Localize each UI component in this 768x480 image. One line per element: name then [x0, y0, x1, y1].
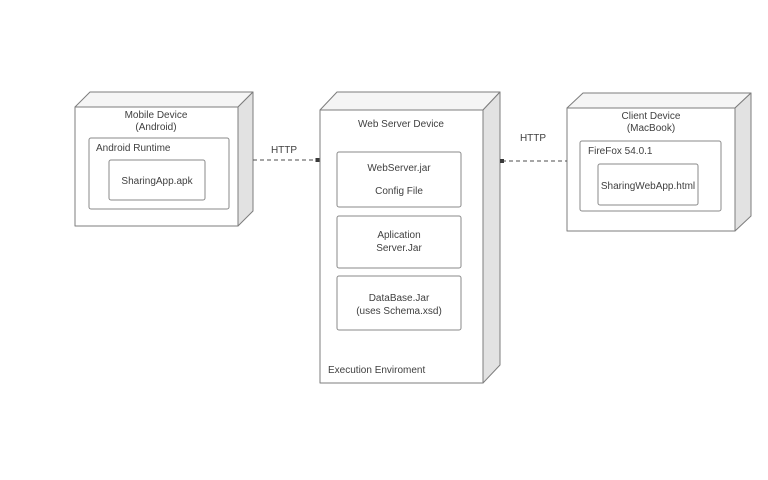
artifact-database-jar-box [336, 275, 462, 331]
web-server-side-face [482, 91, 501, 384]
execution-environment-label: Execution Enviroment [328, 365, 425, 376]
artifact-application-server-label-line1: Aplication [377, 230, 420, 241]
client-device-top-face [566, 92, 752, 109]
mobile-device-top-face [74, 91, 254, 108]
artifact-database-jar-label-line1: DataBase.Jar [369, 293, 430, 304]
firefox-browser-label: FireFox 54.0.1 [588, 146, 653, 157]
artifact-application-server-box [336, 215, 462, 269]
http-label-left: HTTP [271, 145, 297, 156]
artifact-webserver-jar-label: WebServer.jar [367, 163, 431, 174]
node-mobile-device: Mobile Device (Android) Android Runtime … [74, 91, 254, 227]
mobile-device-side-face [237, 91, 254, 227]
artifact-webserver-jar-box [336, 151, 462, 208]
connector-endpoint-dot-left [315, 158, 320, 162]
web-server-title: Web Server Device [358, 119, 444, 130]
artifact-database-jar-label-line2: (uses Schema.xsd) [356, 306, 442, 317]
artifact-sharingapp-apk-label: SharingApp.apk [121, 176, 193, 187]
web-server-top-face [319, 91, 501, 111]
http-label-right: HTTP [520, 133, 546, 144]
mobile-device-title-line2: (Android) [135, 122, 176, 133]
node-web-server-device: Web Server Device WebServer.jar Config F… [319, 91, 501, 384]
connection-mobile-to-server: HTTP [253, 145, 320, 162]
client-device-title-line1: Client Device [622, 111, 681, 122]
artifact-sharingwebapp-html-label: SharingWebApp.html [601, 181, 695, 192]
android-runtime-label: Android Runtime [96, 143, 171, 154]
node-client-device: Client Device (MacBook) FireFox 54.0.1 S… [566, 92, 752, 232]
artifact-sharingwebapp-html-box [597, 163, 699, 206]
connector-endpoint-dot-right [500, 159, 504, 163]
artifact-application-server-label-line2: Server.Jar [376, 243, 422, 254]
artifact-config-file-label: Config File [375, 186, 423, 197]
client-device-side-face [734, 92, 752, 232]
connection-server-to-client: HTTP [500, 133, 567, 163]
mobile-device-title-line1: Mobile Device [125, 110, 188, 121]
artifact-sharingapp-apk-box [108, 159, 206, 201]
client-device-title-line2: (MacBook) [627, 123, 675, 134]
